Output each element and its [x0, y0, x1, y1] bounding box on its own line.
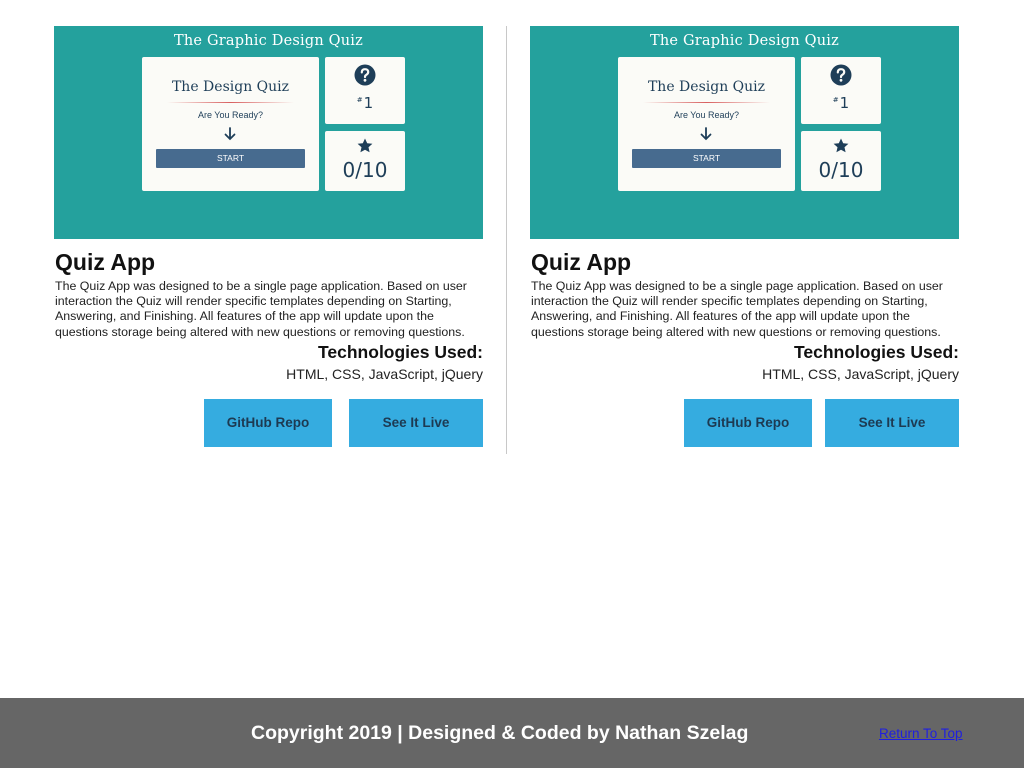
arrow-down-icon [700, 127, 712, 146]
quiz-card-subtitle: Are You Ready? [197, 110, 264, 120]
project-title: Quiz App [55, 249, 156, 275]
score-value: 0/10 [342, 158, 388, 182]
technologies-list: HTML, CSS, JavaScript, jQuery [286, 365, 483, 382]
project-actions: GitHub Repo See It Live [54, 398, 483, 447]
quiz-card-divider [643, 102, 770, 103]
technologies-list: HTML, CSS, JavaScript, jQuery [762, 365, 959, 382]
quiz-card-subtitle: Are You Ready? [673, 110, 740, 120]
question-prefix: # [832, 96, 839, 104]
quiz-start-card: The Design Quiz Are You Ready? START [142, 57, 319, 191]
technologies-heading: Technologies Used: [318, 341, 483, 362]
screenshot-header: The Graphic Design Quiz [174, 33, 363, 49]
question-number-value: 1 [839, 94, 850, 112]
project-card: The Graphic Design Quiz The Design Quiz … [54, 26, 483, 447]
github-repo-button[interactable]: GitHub Repo [684, 398, 812, 447]
see-it-live-button[interactable]: See It Live [825, 398, 959, 447]
score-box: 0/10 [325, 131, 405, 191]
quiz-start-card: The Design Quiz Are You Ready? START [618, 57, 795, 191]
arrow-down-icon [224, 127, 236, 146]
project-description: The Quiz App was designed to be a single… [55, 279, 467, 339]
project-card: The Graphic Design Quiz The Design Quiz … [530, 26, 959, 447]
project-actions: GitHub Repo See It Live [530, 398, 959, 447]
see-it-live-button[interactable]: See It Live [349, 398, 483, 447]
project-screenshot: The Graphic Design Quiz The Design Quiz … [530, 26, 959, 239]
question-prefix: # [356, 96, 363, 104]
quiz-card-title: The Design Quiz [171, 79, 290, 95]
start-button: START [632, 149, 781, 168]
star-icon [325, 138, 405, 158]
github-repo-button[interactable]: GitHub Repo [204, 398, 332, 447]
technologies-heading: Technologies Used: [794, 341, 959, 362]
start-button: START [156, 149, 305, 168]
project-screenshot: The Graphic Design Quiz The Design Quiz … [54, 26, 483, 239]
star-icon [801, 138, 881, 158]
copyright-text: Copyright 2019 | Designed & Coded by Nat… [251, 722, 749, 744]
score-value: 0/10 [818, 158, 864, 182]
question-number-value: 1 [363, 94, 374, 112]
return-to-top-link[interactable]: Return To Top [879, 726, 963, 741]
project-title: Quiz App [531, 249, 632, 275]
quiz-card-divider [167, 102, 294, 103]
question-number-box: #1 [801, 57, 881, 124]
question-circle-icon [325, 64, 405, 91]
question-circle-icon [801, 64, 881, 91]
score-box: 0/10 [801, 131, 881, 191]
question-number: #1 [801, 94, 881, 112]
screenshot-header: The Graphic Design Quiz [650, 33, 839, 49]
question-number-box: #1 [325, 57, 405, 124]
question-number: #1 [325, 94, 405, 112]
page-footer: Copyright 2019 | Designed & Coded by Nat… [0, 698, 1024, 768]
column-divider [506, 26, 507, 454]
quiz-card-title: The Design Quiz [647, 79, 766, 95]
project-description: The Quiz App was designed to be a single… [531, 279, 943, 339]
